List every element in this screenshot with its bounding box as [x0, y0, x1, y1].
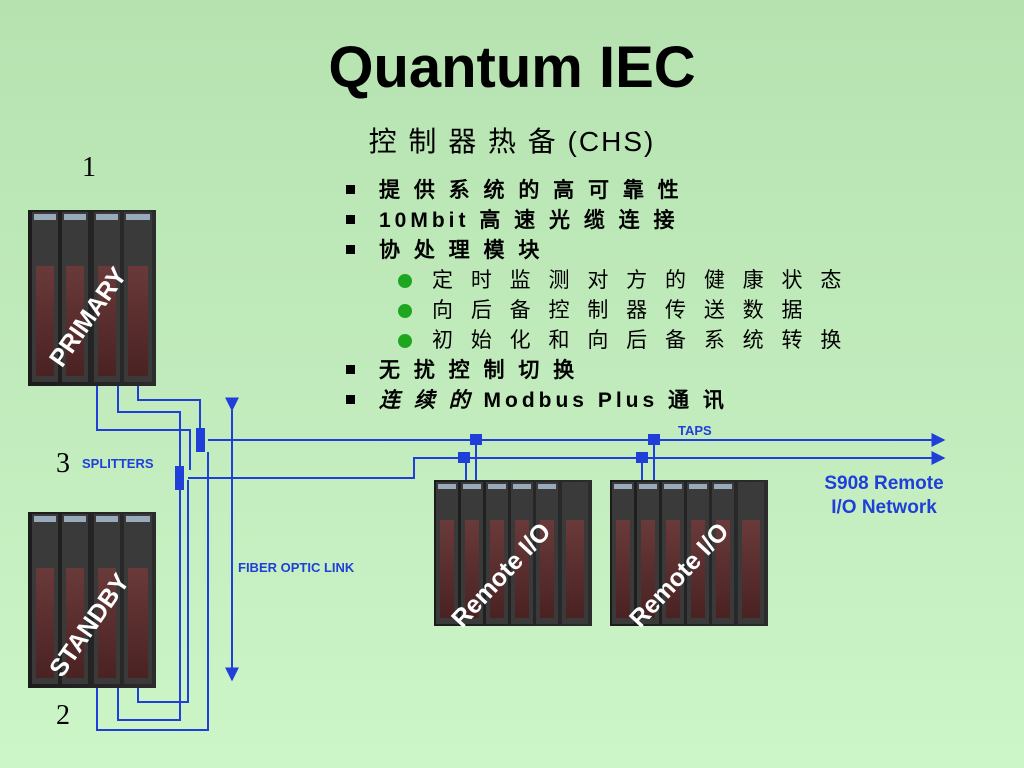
sub-bullet-item: 初 始 化 和 向 后 备 系 统 转 换 — [346, 326, 841, 356]
bullet-text-italic: 连 续 的 — [379, 389, 474, 412]
bullet-text: 向 后 备 控 制 器 传 送 数 据 — [432, 299, 809, 322]
bullet-item: 提 供 系 统 的 高 可 靠 性 — [346, 176, 816, 206]
square-bullet-icon — [346, 215, 355, 224]
bullet-item: 10Mbit 高 速 光 缆 连 接 — [346, 206, 816, 236]
bullet-text: 初 始 化 和 向 后 备 系 统 转 换 — [432, 329, 848, 352]
feature-list: 提 供 系 统 的 高 可 靠 性 10Mbit 高 速 光 缆 连 接 协 处… — [346, 176, 841, 416]
taps-label: TAPS — [678, 423, 712, 438]
network-label-line-2: I/O Network — [831, 497, 937, 518]
bullet-text: 协 处 理 模 块 — [379, 239, 544, 262]
bullet-item: 协 处 理 模 块 — [346, 236, 816, 266]
label-number-2: 2 — [56, 700, 70, 731]
bullet-item: 无 扰 控 制 切 换 — [346, 356, 816, 386]
remote-io-rack-2 — [610, 480, 768, 626]
network-label-line-1: S908 Remote — [824, 473, 944, 494]
page-title: Quantum IEC — [328, 35, 696, 100]
round-bullet-icon — [398, 304, 412, 318]
square-bullet-icon — [346, 395, 355, 404]
square-bullet-icon — [346, 185, 355, 194]
bullet-text: 定 时 监 测 对 方 的 健 康 状 态 — [432, 269, 848, 292]
bullet-text: Modbus Plus 通 讯 — [473, 389, 728, 412]
bullet-item: 连 续 的 Modbus Plus 通 讯 — [346, 386, 816, 416]
standby-rack — [28, 512, 156, 688]
square-bullet-icon — [346, 245, 355, 254]
bullet-text: 10Mbit 高 速 光 缆 连 接 — [379, 209, 679, 232]
remote-io-rack-1 — [434, 480, 592, 626]
network-label: S908 Remote I/O Network — [800, 472, 968, 520]
label-number-3: 3 — [56, 448, 70, 479]
label-number-1: 1 — [82, 152, 96, 183]
bullet-text: 无 扰 控 制 切 换 — [379, 359, 579, 382]
sub-bullet-item: 定 时 监 测 对 方 的 健 康 状 态 — [346, 266, 841, 296]
primary-rack — [28, 210, 156, 386]
splitters-label: SPLITTERS — [82, 456, 154, 471]
fiber-optic-link-label: FIBER OPTIC LINK — [238, 560, 355, 575]
sub-bullet-item: 向 后 备 控 制 器 传 送 数 据 — [346, 296, 816, 326]
square-bullet-icon — [346, 365, 355, 374]
bullet-text: 提 供 系 统 的 高 可 靠 性 — [379, 179, 683, 202]
splitter-and-tap-markers — [175, 428, 660, 490]
page-subtitle: 控 制 器 热 备 (CHS) — [368, 126, 656, 157]
round-bullet-icon — [398, 274, 412, 288]
round-bullet-icon — [398, 334, 412, 348]
